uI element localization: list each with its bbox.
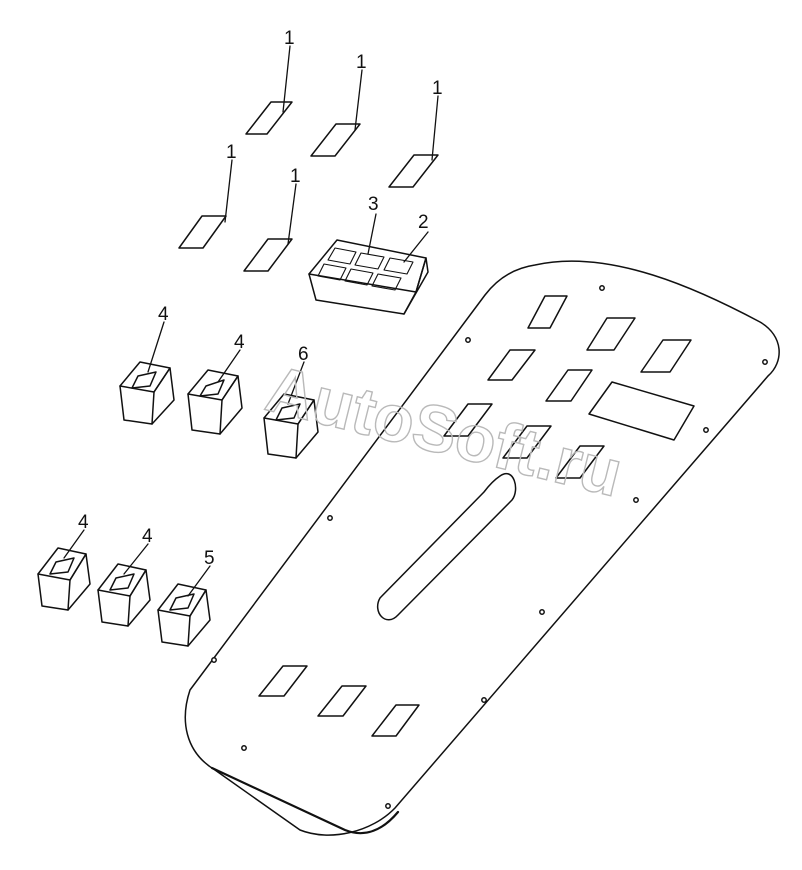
watermark: AutoSoft.ru	[259, 351, 629, 511]
plate-outline	[184, 260, 780, 836]
rocker-switch	[37, 547, 91, 611]
rocker-switch	[187, 369, 243, 435]
lever-slot	[377, 473, 517, 621]
switch-front	[119, 385, 155, 425]
callout-part-1: 1	[226, 142, 237, 163]
control-panel-plate	[184, 260, 780, 836]
cutout	[443, 403, 493, 437]
rocker-switch	[263, 393, 319, 459]
rocker-switch	[119, 361, 175, 425]
cutout	[555, 445, 605, 479]
cutout	[502, 425, 552, 459]
callout-part-1: 1	[290, 166, 301, 187]
label-plate	[243, 238, 293, 272]
block-buttons	[317, 247, 414, 291]
part-1-labels	[178, 101, 439, 272]
callout-part-2: 2	[418, 212, 429, 233]
label-plate	[245, 101, 293, 135]
cutout	[258, 665, 308, 697]
switch-rocker	[131, 371, 157, 389]
callout-part-1: 1	[284, 28, 295, 49]
callout-part-4: 4	[78, 512, 89, 533]
cutout	[527, 295, 568, 329]
lower-cutouts	[258, 665, 420, 737]
cutout	[640, 339, 692, 373]
display-window-cutout	[588, 381, 695, 441]
callout-part-4: 4	[158, 304, 169, 325]
rocker-switch	[157, 583, 211, 647]
upper-cutouts	[443, 295, 695, 479]
cutout	[545, 369, 593, 402]
switch-block	[308, 239, 429, 315]
label-plate	[178, 215, 227, 249]
cutout	[586, 317, 636, 351]
leader-lines	[63, 45, 439, 597]
cutout	[487, 349, 536, 381]
callout-part-1: 1	[356, 52, 367, 73]
callout-part-4: 4	[234, 332, 245, 353]
plate-bottom-edge	[210, 766, 400, 835]
label-plate	[388, 154, 439, 188]
callout-part-6: 6	[298, 344, 309, 365]
block-side	[403, 257, 429, 315]
label-plate	[310, 123, 361, 157]
callout-numbers: 1 1 1 1 1 2 3 4 4 6 4 4 5	[78, 28, 443, 569]
mounting-holes	[211, 285, 768, 809]
switch-side	[151, 367, 175, 425]
switch-top	[119, 361, 171, 393]
rocker-switch	[97, 563, 151, 627]
callout-part-5: 5	[204, 548, 215, 569]
callout-part-4: 4	[142, 526, 153, 547]
callout-part-1: 1	[432, 78, 443, 99]
cutout	[371, 704, 420, 737]
callout-part-3: 3	[368, 194, 379, 215]
cutout	[317, 685, 367, 717]
